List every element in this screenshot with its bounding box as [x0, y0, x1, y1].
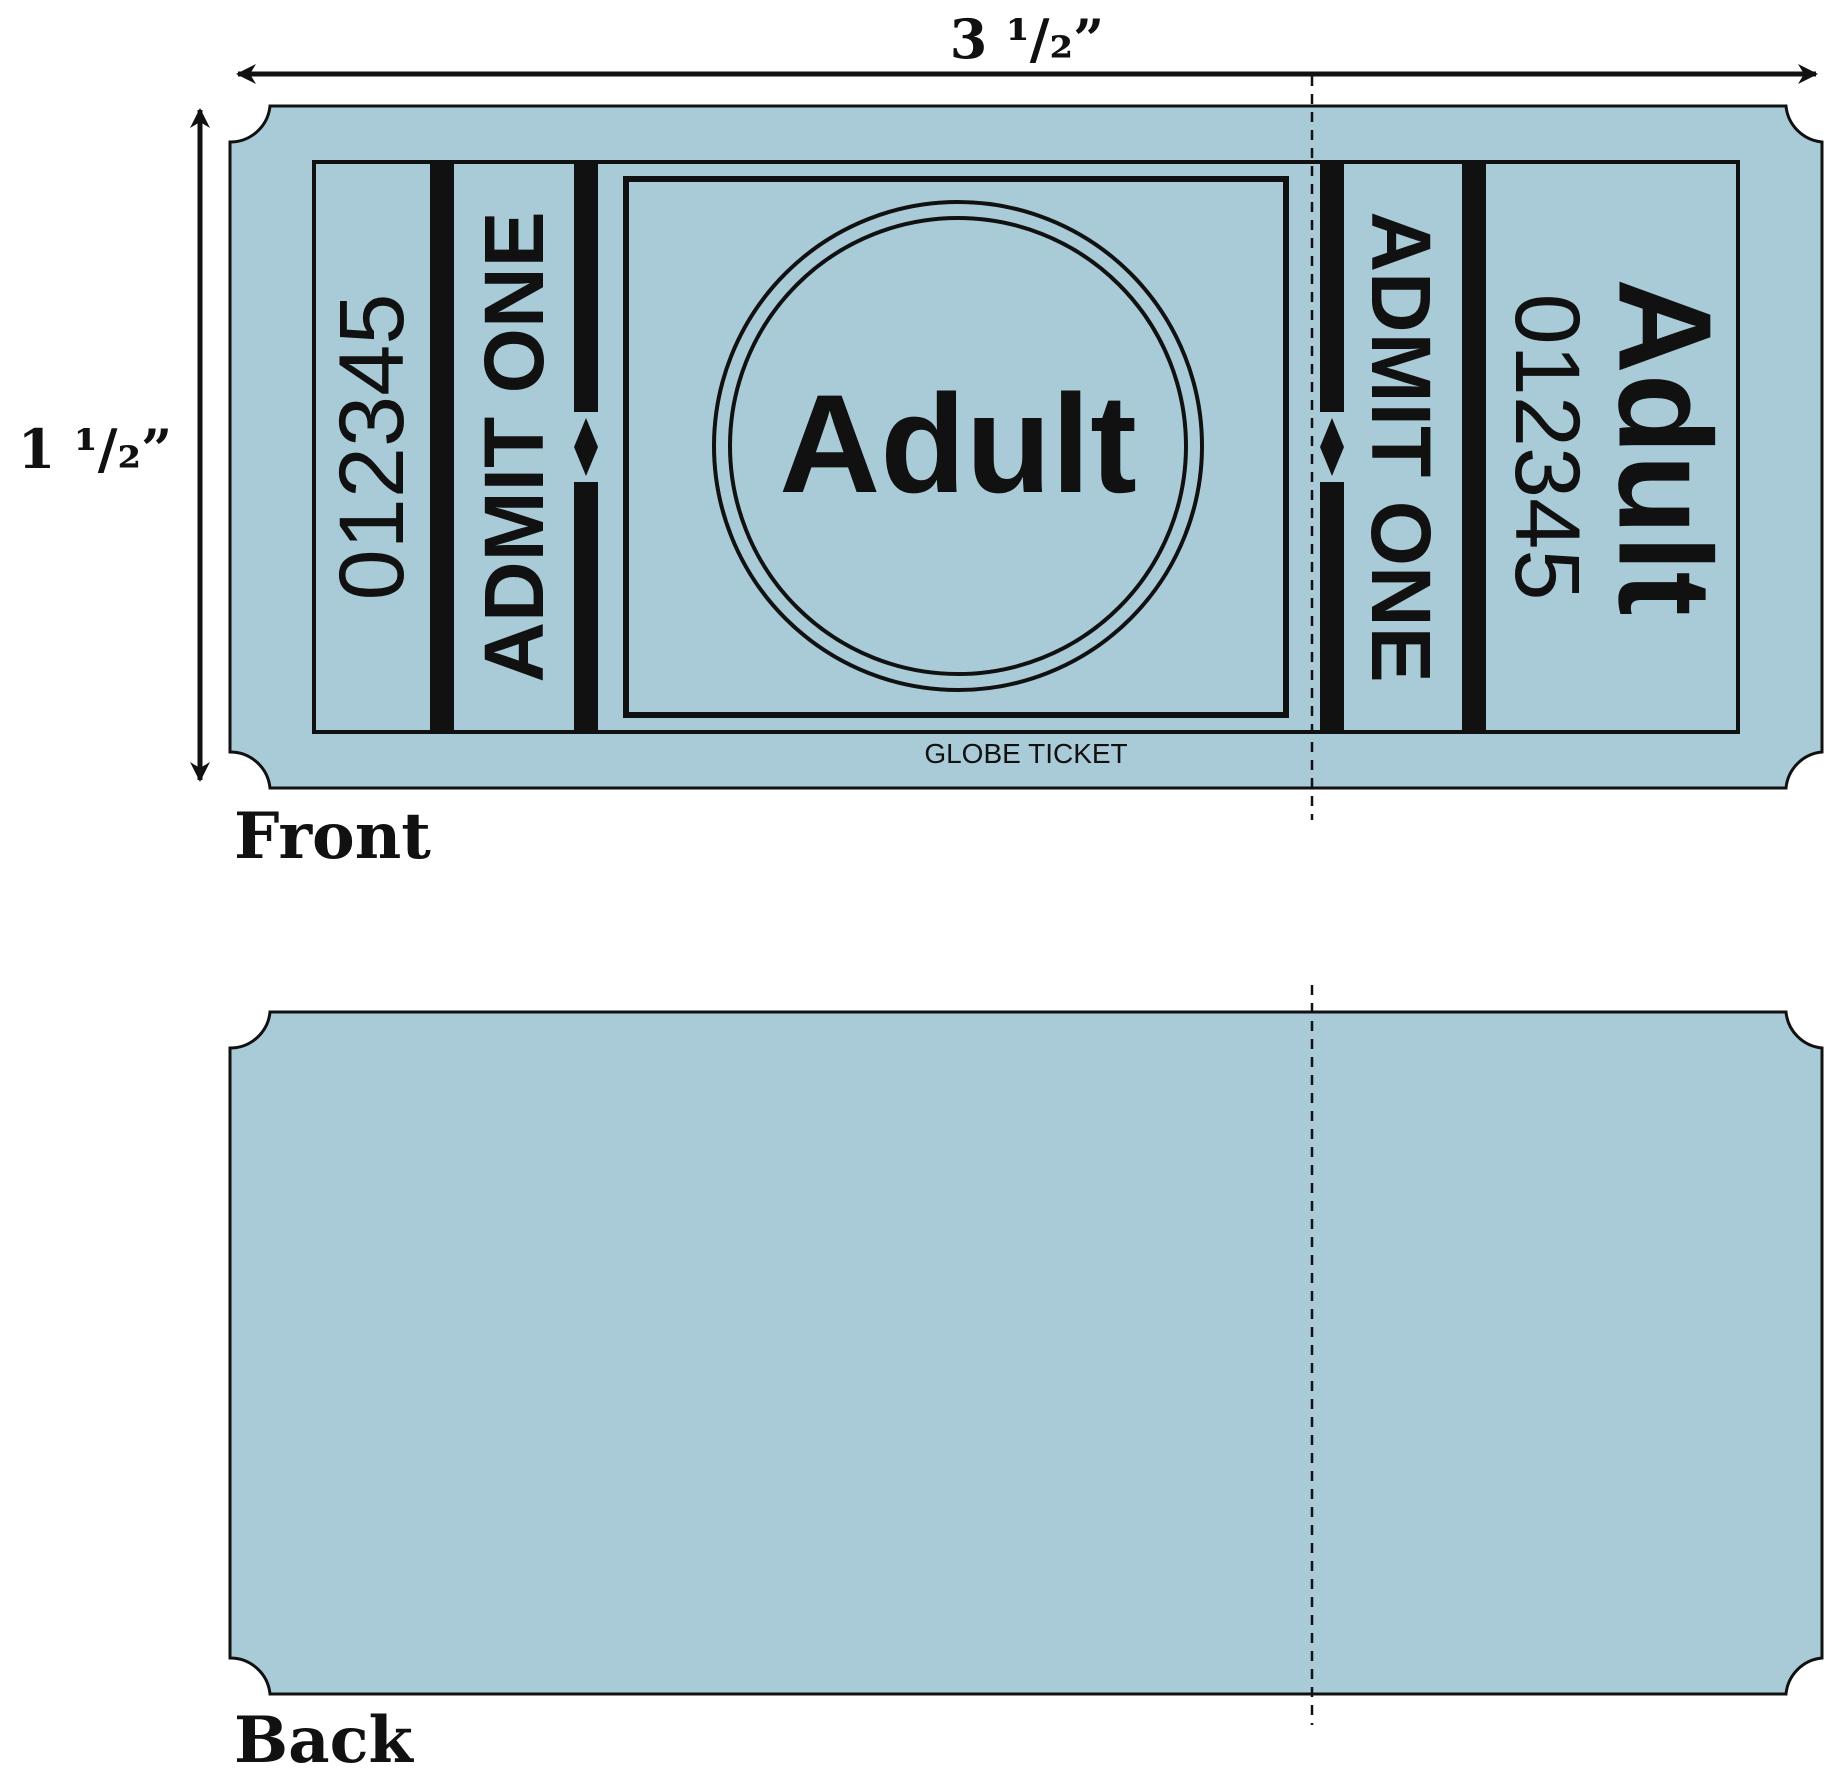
- admit-one-left: ADMIT ONE: [467, 211, 561, 682]
- left-divider-bar: [430, 162, 454, 732]
- stub-adult-title: Adult: [1592, 278, 1739, 615]
- height-dimension-label: 1 ¹/₂”: [18, 417, 172, 481]
- front-label: Front: [234, 799, 431, 874]
- left-diamond-mark: [574, 418, 598, 476]
- serial-number-left: 012345: [321, 294, 423, 601]
- back-label: Back: [234, 1703, 415, 1771]
- right-perforation-bar-bottom: [1320, 482, 1344, 732]
- center-circle-inner: [728, 216, 1188, 676]
- left-perforation-bar-top: [574, 162, 598, 412]
- back-ticket-outline: [228, 1010, 1824, 1696]
- center-frame-outer: [623, 176, 1289, 718]
- printer-credit: GLOBE TICKET: [924, 738, 1127, 769]
- admit-one-right: ADMIT ONE: [1354, 211, 1448, 682]
- right-perforation-bar-top: [1320, 162, 1344, 412]
- width-dimension-label: 3 ¹/₂”: [950, 7, 1104, 71]
- right-diamond-mark: [1320, 418, 1344, 476]
- center-circle-outer: [712, 200, 1204, 692]
- center-frame-inner: [627, 180, 1285, 714]
- serial-number-right: 012345: [1496, 294, 1598, 601]
- right-divider-bar: [1462, 162, 1486, 732]
- left-perforation-bar-bottom: [574, 482, 598, 732]
- front-inner-border: [312, 160, 1740, 734]
- center-adult-text: Adult: [779, 365, 1137, 522]
